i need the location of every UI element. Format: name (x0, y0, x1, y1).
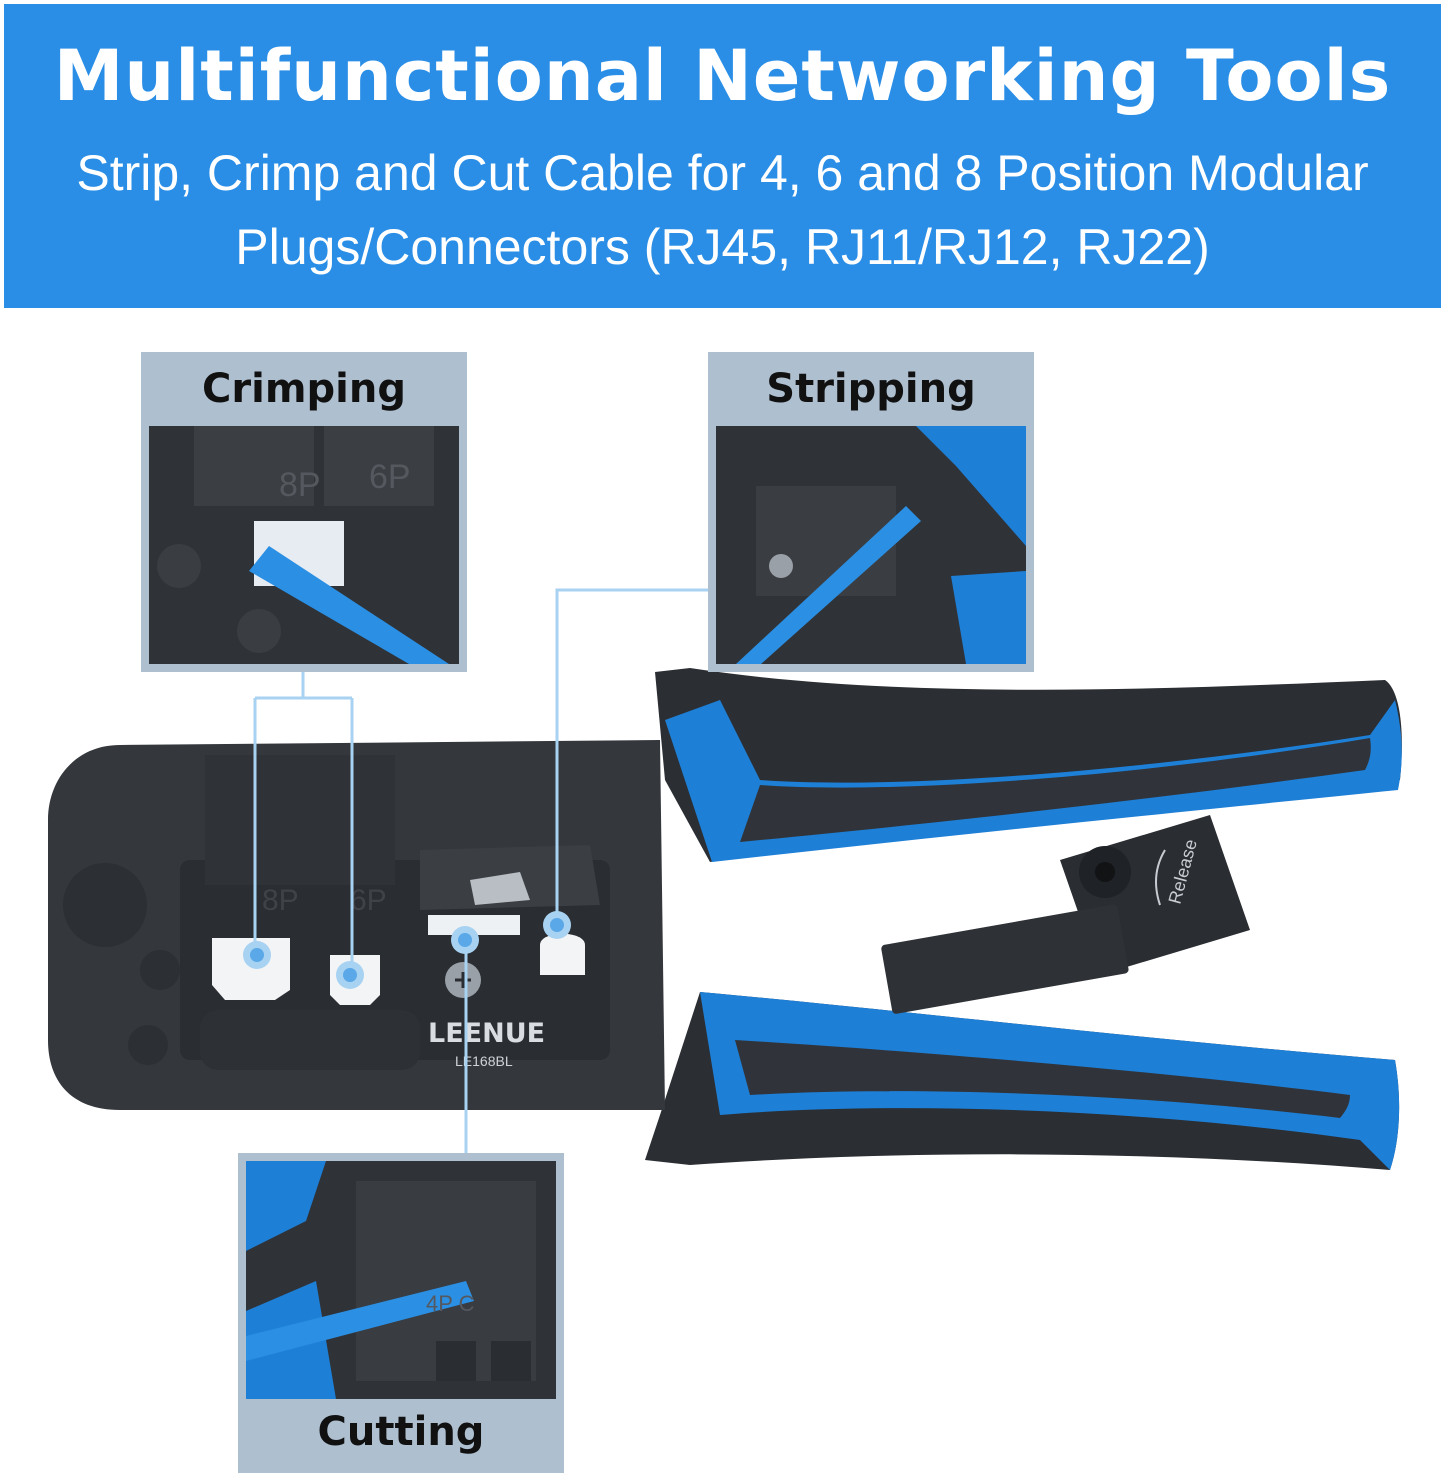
banner-subtitle-line-1: Strip, Crimp and Cut Cable for 4, 6 and … (76, 145, 1369, 201)
cutting-panel: 4P C Cutting (238, 1153, 564, 1473)
cutting-mark-4p: 4P C (426, 1291, 475, 1316)
cutting-closeup: 4P C (246, 1161, 556, 1399)
crimping-label: Crimping (202, 366, 406, 412)
cutting-label: Cutting (317, 1409, 485, 1455)
crimping-mark-8p: 8P (279, 466, 321, 504)
banner-subtitle-line-2: Plugs/Connectors (RJ45, RJ11/RJ12, RJ22) (235, 219, 1210, 275)
crimping-closeup: 8P 6P (149, 426, 459, 664)
lower-handle (645, 992, 1400, 1170)
tool-head: 8P 6P LEENUE LE168BL (48, 740, 665, 1110)
stripping-label: Stripping (766, 366, 976, 412)
brand-logo: LEENUE (428, 1018, 545, 1049)
banner-title: Multifunctional Networking Tools (53, 35, 1392, 117)
callout-lines (253, 588, 710, 1155)
crimping-panel: Crimping 8P 6P (141, 352, 467, 672)
upper-handle (655, 668, 1402, 862)
crimping-mark-6p: 6P (369, 458, 411, 496)
banner-subtitle: Strip, Crimp and Cut Cable for 4, 6 and … (4, 136, 1441, 284)
model-number: LE168BL (455, 1053, 513, 1069)
ratchet-release: Release (881, 815, 1250, 1014)
stripping-closeup (716, 426, 1026, 664)
die-mark-6p: 6P (350, 884, 387, 917)
stripping-panel: Stripping (708, 352, 1034, 672)
die-mark-8p: 8P (262, 884, 299, 917)
header-banner: Multifunctional Networking Tools Strip, … (4, 4, 1441, 308)
